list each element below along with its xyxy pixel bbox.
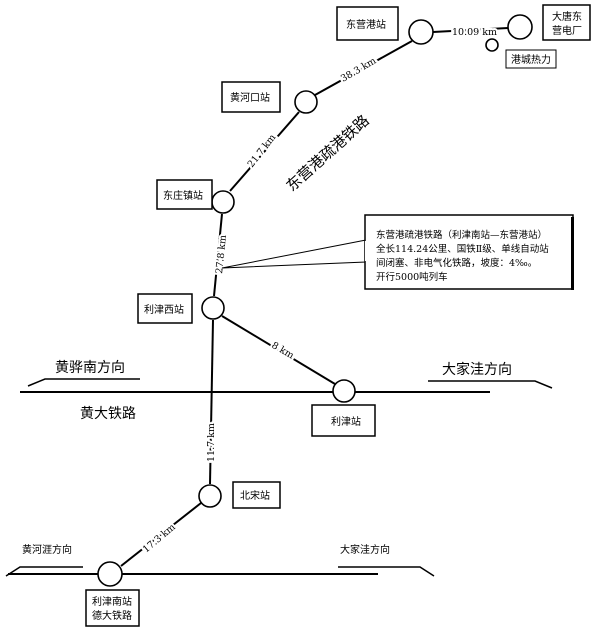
- callout-shadow: [571, 217, 574, 290]
- station-dongyinggang-box: [336, 6, 399, 41]
- deda-right-direction-arrow: [338, 566, 435, 577]
- station-gangcheng-label: 港城热力: [511, 53, 551, 66]
- distance-label: 10.09 km: [452, 27, 497, 38]
- station-dongzhuangzhen-node[interactable]: [211, 190, 235, 214]
- callout-pointer: [221, 239, 367, 269]
- station-lijinnan-node[interactable]: [97, 561, 123, 587]
- deda-left-direction: 黄河涯方向: [22, 543, 72, 556]
- callout-line: 开行5000吨列车: [376, 271, 448, 283]
- station-lijinxi-label: 利津西站: [144, 303, 184, 316]
- huangda-railway-name: 黄大铁路: [80, 405, 136, 422]
- station-lijin-node[interactable]: [332, 379, 356, 403]
- segment-beisong-lijinnan: [120, 502, 202, 567]
- distance-label: 8 km: [270, 340, 296, 361]
- distance-label: 11.7 km: [206, 423, 217, 462]
- huangda-left-direction: 黄骅南方向: [55, 359, 125, 376]
- segment-dongyinggang-datang: [432, 27, 509, 33]
- distance-label: 17.3 km: [141, 522, 178, 555]
- callout-line: 间闭塞、非电气化铁路，坡度：4‰。: [376, 257, 537, 269]
- station-gangcheng-box: [505, 49, 557, 69]
- station-lijin-label: 利津站: [331, 415, 361, 428]
- station-huanghekou-box: [221, 81, 281, 113]
- station-lijinxi-node[interactable]: [201, 296, 225, 320]
- station-dongzhuangzhen-label: 东庄镇站: [163, 189, 203, 202]
- station-huanghekou-label: 黄河口站: [230, 91, 270, 104]
- segment-dongyinggang-huanghekou: [314, 40, 413, 96]
- station-beisong-label: 北宋站: [240, 489, 270, 502]
- distance-label: 21.7 km: [246, 132, 279, 169]
- callout-line: 全长114.24公里、国铁Ⅱ级、单线自动站: [376, 243, 549, 255]
- station-beisong-box: [232, 481, 281, 509]
- deda-left-direction-arrow: [5, 566, 83, 577]
- station-lijin-box: [311, 404, 376, 437]
- station-lijinnan-label-1: 利津南站: [92, 595, 132, 608]
- callout-line: 东营港疏港铁路（利津南站—东营港站）: [376, 229, 547, 241]
- station-datang-box: [542, 4, 591, 41]
- segment-dongzhuang-lijinxi: [213, 213, 223, 297]
- station-huanghekou-node[interactable]: [294, 90, 318, 114]
- callout-box: [364, 214, 574, 290]
- station-datang-node[interactable]: [507, 14, 533, 40]
- huangda-right-direction-arrow: [428, 380, 553, 389]
- segment-lijinxi-lijin: [221, 315, 336, 385]
- station-lijinxi-box: [137, 293, 193, 324]
- huangda-right-direction: 大家洼方向: [442, 361, 512, 378]
- station-lijinnan-label-2: 德大铁路: [92, 609, 132, 622]
- station-datang-label-1: 大唐东: [552, 10, 582, 23]
- deda-right-direction: 大家洼方向: [340, 543, 390, 556]
- distance-label: 38.3 km: [339, 56, 378, 85]
- segment-lijinxi-beisong: [209, 319, 214, 485]
- station-dongzhuangzhen-box: [156, 179, 213, 210]
- station-lijinnan-box: [85, 589, 140, 627]
- station-beisong-node[interactable]: [198, 484, 222, 508]
- station-dongyinggang-label: 东营港站: [346, 18, 386, 31]
- station-datang-label-2: 营电厂: [552, 24, 582, 37]
- station-dongyinggang-node[interactable]: [408, 19, 434, 45]
- distance-label: 27.8 km: [214, 234, 229, 274]
- segment-huanghekou-dongzhuang: [229, 111, 300, 192]
- station-gangcheng-node[interactable]: [485, 38, 499, 52]
- railway-title: 东营港疏港铁路: [283, 111, 373, 195]
- huangda-left-direction-arrow: [27, 378, 140, 387]
